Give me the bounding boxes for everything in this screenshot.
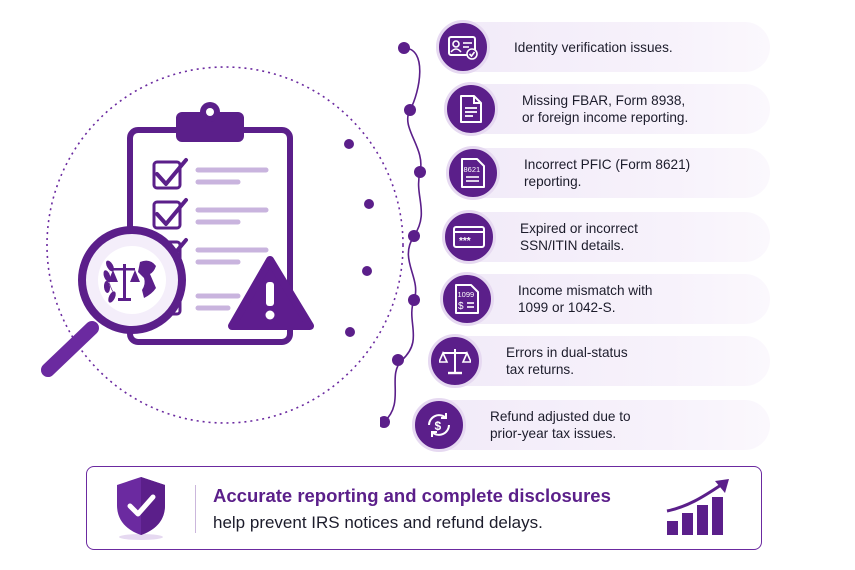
- id-card-icon: [436, 20, 490, 74]
- timeline-connector: [380, 42, 426, 428]
- form-8621-icon: 8621: [446, 146, 500, 200]
- svg-text:1099: 1099: [458, 290, 475, 299]
- list-item-text: Incorrect PFIC (Form 8621) reporting.: [524, 157, 691, 189]
- list-item: *** Expired or incorrect SSN/ITIN detail…: [442, 210, 770, 264]
- dotted-circle: [46, 66, 404, 424]
- banner-subline: help prevent IRS notices and refund dela…: [213, 513, 543, 532]
- list-item-text: Refund adjusted due to prior-year tax is…: [490, 409, 631, 441]
- magnifier-icon: [41, 226, 186, 377]
- banner-divider: [195, 485, 196, 533]
- list-item: 8621 Incorrect PFIC (Form 8621) reportin…: [446, 146, 770, 200]
- list-item-text: Errors in dual-status tax returns.: [506, 345, 628, 377]
- svg-text:$: $: [458, 301, 464, 312]
- circle-dots: [344, 139, 374, 337]
- list-item-text: Income mismatch with 1099 or 1042-S.: [518, 283, 653, 315]
- document-icon: [444, 82, 498, 136]
- clipboard-illustration: [41, 66, 404, 424]
- list-item-text: Missing FBAR, Form 8938, or foreign inco…: [522, 93, 689, 125]
- svg-text:***: ***: [459, 236, 471, 247]
- warning-icon: [228, 256, 314, 330]
- list-item-text: Identity verification issues.: [514, 39, 673, 55]
- list-item: Missing FBAR, Form 8938, or foreign inco…: [444, 82, 770, 136]
- growth-chart-icon: [666, 479, 729, 535]
- form-1099-icon: 1099 $: [440, 272, 494, 326]
- svg-text:8621: 8621: [464, 165, 481, 174]
- refund-cycle-icon: $: [412, 398, 466, 452]
- scales-icon: [428, 334, 482, 388]
- shield-check-icon: [117, 477, 165, 540]
- list-item: Identity verification issues.: [436, 20, 770, 74]
- list-item-text: Expired or incorrect SSN/ITIN details.: [520, 221, 638, 253]
- list-item: Errors in dual-status tax returns.: [428, 334, 770, 388]
- list-item: 1099 $ Income mismatch with 1099 or 1042…: [440, 272, 770, 326]
- card-masked-icon: ***: [442, 210, 496, 264]
- irs-emblem-icon: [103, 260, 156, 303]
- list-item: $ Refund adjusted due to prior-year tax …: [412, 398, 770, 452]
- summary-banner: Accurate reporting and complete disclosu…: [86, 466, 762, 550]
- svg-text:$: $: [435, 419, 442, 433]
- banner-headline: Accurate reporting and complete disclosu…: [213, 485, 611, 506]
